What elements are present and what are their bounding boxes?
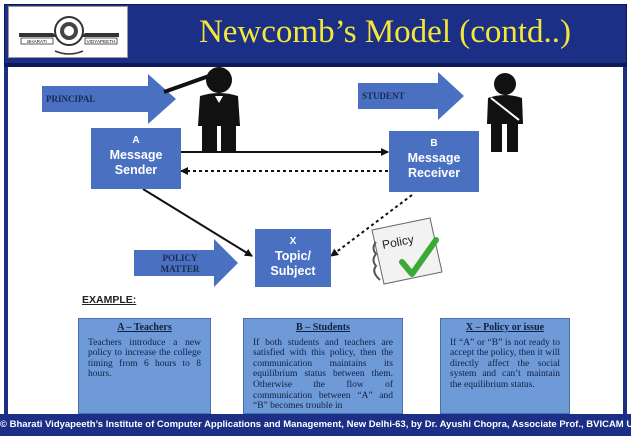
panel-a-title: A – Teachers — [117, 322, 172, 333]
node-x-line1: Topic/ — [275, 249, 311, 263]
node-a-message-sender: A Message Sender — [91, 128, 181, 189]
panel-b-text: If both students and teachers are satisf… — [253, 337, 393, 412]
node-b-letter: B — [430, 138, 438, 149]
header-underline — [4, 64, 627, 67]
left-border — [4, 67, 8, 414]
logo-right-text: VIDYAPEETH — [87, 39, 116, 44]
principal-arrow — [42, 74, 176, 124]
slide-title: Newcomb’s Model (contd..) — [198, 14, 572, 50]
node-x-letter: X — [289, 236, 297, 247]
student-arrow — [358, 72, 464, 120]
logo-left-text: BHARATI — [27, 39, 47, 44]
policy-icon-text: Policy — [381, 232, 415, 252]
panel-x-text: If “A” or “B” is not ready to accept the… — [450, 337, 560, 390]
institute-logo: BHARATI VIDYAPEETH — [8, 6, 128, 58]
node-a-line1: Message — [109, 148, 163, 162]
node-a-line2: Sender — [114, 163, 158, 177]
teacher-icon — [163, 67, 240, 151]
example-heading: EXAMPLE: — [82, 294, 137, 306]
node-b-line2: Receiver — [407, 166, 461, 180]
policy-matter-label-line2: MATTER — [160, 264, 200, 274]
policy-matter-label: POLICY MATTER — [150, 253, 210, 275]
policy-matter-arrow — [134, 239, 238, 287]
node-x-topic-subject: X Topic/ Subject — [255, 229, 331, 287]
logo-emblem-icon: BHARATI VIDYAPEETH — [19, 16, 119, 55]
node-a-letter: A — [132, 135, 140, 146]
panel-b-title: B – Students — [296, 322, 350, 333]
slide-footer: © Bharati Vidyapeeth’s Institute of Comp… — [0, 414, 631, 436]
student-label: STUDENT — [362, 91, 405, 101]
principal-label: PRINCIPAL — [46, 94, 96, 104]
node-x-line2: Subject — [270, 264, 316, 278]
policy-checklist-icon: Policy — [371, 217, 443, 285]
b-to-x-dotted-arrow — [330, 194, 413, 257]
node-b-message-receiver: B Message Receiver — [389, 131, 479, 192]
panel-x-title: X – Policy or issue — [465, 322, 545, 333]
policy-matter-label-line1: POLICY — [162, 253, 198, 263]
example-panel-x: X – Policy or issue If “A” or “B” is not… — [440, 318, 570, 414]
a-to-x-arrow — [142, 188, 253, 257]
right-border — [623, 67, 627, 414]
panel-a-text: Teachers introduce a new policy to incre… — [88, 337, 201, 380]
node-b-line1: Message — [407, 151, 461, 165]
example-panel-b: B – Students If both students and teache… — [243, 318, 403, 414]
student-icon — [487, 73, 523, 152]
example-panel-a: A – Teachers Teachers introduce a new po… — [78, 318, 211, 414]
